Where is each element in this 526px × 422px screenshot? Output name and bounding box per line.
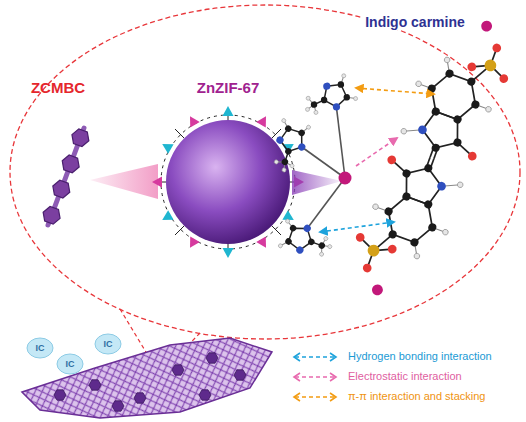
znzif-sphere <box>166 120 290 244</box>
znzif-sphere <box>185 113 200 127</box>
zcmbc-fibre <box>50 179 72 200</box>
swatch-line <box>295 376 335 378</box>
swatch-arrowhead <box>330 393 336 401</box>
interaction-arrows <box>356 88 434 94</box>
legend-swatch <box>290 371 340 383</box>
zoom-cone <box>90 164 158 199</box>
znzif-sphere <box>175 226 184 235</box>
zcmbc-fibre <box>40 205 62 226</box>
zif-molecule <box>258 110 319 175</box>
zif-molecule <box>339 172 352 185</box>
swatch-arrowhead <box>294 373 300 381</box>
indigo-carmine-molecule <box>339 5 524 311</box>
swatch-arrowhead <box>330 353 336 361</box>
znzif-sphere <box>159 210 173 225</box>
ic-droplets <box>95 334 121 354</box>
ic-droplets <box>27 338 53 358</box>
adsorbent-mesh <box>112 401 124 411</box>
znzif-sphere <box>152 106 304 258</box>
adsorbent-mesh <box>22 338 272 418</box>
swatch-line <box>295 396 335 398</box>
znzif-sphere <box>256 236 271 250</box>
zcmbc-fibre <box>40 127 91 225</box>
swatch-arrowhead <box>294 353 300 361</box>
swatch-arrowhead <box>330 373 336 381</box>
zif-molecule <box>336 107 345 178</box>
legend-text: Hydrogen bonding interaction <box>348 350 492 363</box>
znzif-sphere <box>256 113 271 127</box>
legend-swatch <box>290 391 340 403</box>
interaction-arrows <box>320 222 394 232</box>
indigo-carmine-molecule <box>394 5 525 173</box>
znzif-sphere <box>175 129 184 138</box>
zif-molecule <box>270 211 335 272</box>
ic-droplets <box>57 354 83 374</box>
legend-entry: Electrostatic interaction <box>290 369 462 385</box>
znzif-sphere <box>159 139 173 154</box>
material-label: ZnZIF-67 <box>194 79 263 96</box>
droplet-label: IC <box>33 343 48 353</box>
znzif-sphere <box>161 115 295 249</box>
adsorbent-mesh <box>89 380 101 390</box>
droplet-label: IC <box>63 359 78 369</box>
material-label: ZCMBC <box>28 79 88 96</box>
adsorbent-mesh <box>54 390 66 400</box>
zif-molecule <box>258 73 359 273</box>
znzif-sphere <box>152 177 162 188</box>
adsorbent-mesh <box>234 370 246 380</box>
znzif-sphere <box>272 226 281 235</box>
zif-molecule <box>302 147 345 178</box>
swatch-arrowhead <box>294 393 300 401</box>
legend-text: Electrostatic interaction <box>348 370 462 383</box>
adsorbent-mesh <box>206 353 218 363</box>
interaction-arrows <box>356 138 397 166</box>
adsorbent-mesh <box>54 353 246 411</box>
znzif-sphere <box>282 210 296 225</box>
legend-swatch <box>290 351 340 363</box>
zcmbc-fibre <box>40 127 91 225</box>
legend-text: π-π interaction and stacking <box>348 390 485 403</box>
znzif-sphere <box>154 108 302 256</box>
zif-molecule <box>302 73 359 116</box>
swatch-line <box>295 356 335 358</box>
znzif-sphere <box>185 236 200 250</box>
indigo-carmine-molecule <box>339 143 470 311</box>
zif-molecule <box>307 178 345 228</box>
ic-droplets <box>27 334 121 374</box>
adsorbent-mesh <box>172 365 184 375</box>
zcmbc-fibre <box>69 127 91 148</box>
droplet-label: IC <box>101 339 116 349</box>
zcmbc-fibre <box>60 153 82 174</box>
interaction-arrows <box>320 88 434 232</box>
adsorbent-mesh <box>22 338 272 418</box>
legend-entry: π-π interaction and stacking <box>290 389 485 405</box>
adsorbent-mesh <box>134 393 146 403</box>
adsorbent-mesh <box>199 390 211 400</box>
znzif-sphere <box>223 248 234 258</box>
znzif-sphere <box>223 106 234 116</box>
molecule-label: Indigo carmine <box>362 14 468 30</box>
legend-entry: Hydrogen bonding interaction <box>290 349 492 365</box>
zoom-ellipse <box>10 5 520 339</box>
